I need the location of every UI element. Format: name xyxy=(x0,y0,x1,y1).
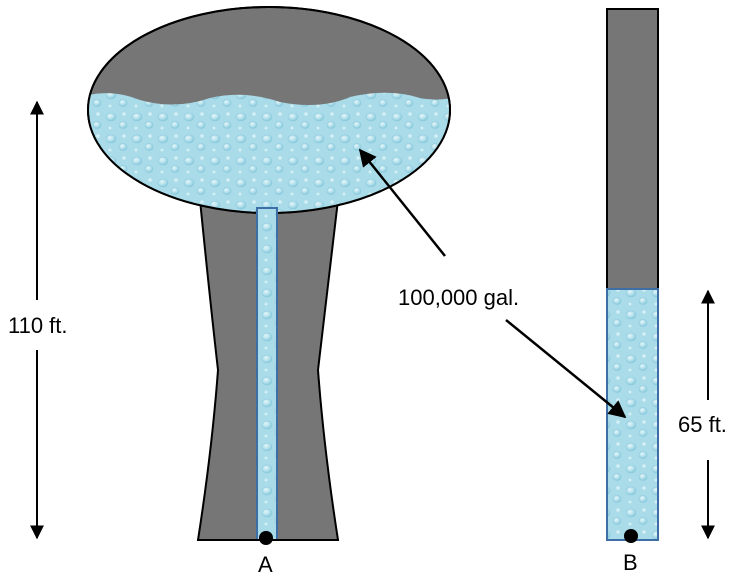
height-a-label: 110 ft. xyxy=(8,313,68,338)
volume-label: 100,000 gal. xyxy=(398,285,519,310)
tower-pipe-water xyxy=(256,207,278,541)
point-a-dot xyxy=(259,531,273,545)
volume-arrow-tank xyxy=(358,148,446,257)
column-gray xyxy=(606,8,659,290)
column-water xyxy=(606,288,659,541)
point-a-label: A xyxy=(258,552,273,577)
tank-water xyxy=(88,92,450,213)
point-b-label: B xyxy=(623,550,638,575)
point-b-dot xyxy=(624,529,638,543)
height-b-label: 65 ft. xyxy=(678,412,727,437)
volume-arrow-column xyxy=(505,319,627,419)
